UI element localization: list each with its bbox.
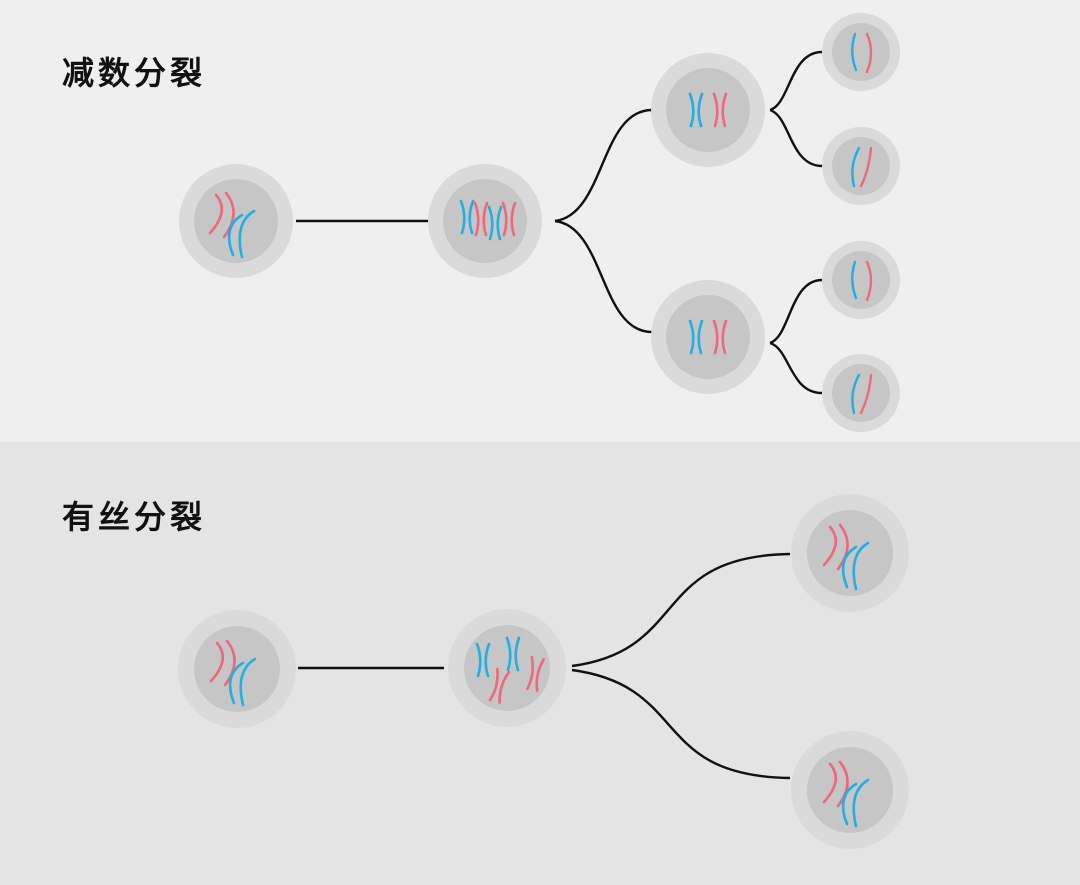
meiosis-branch-4 [770, 110, 822, 166]
meiosis-gamete-2 [822, 127, 900, 205]
meiosis-parent-cell [179, 164, 293, 278]
meiosis-gamete-1 [822, 13, 900, 91]
mitosis-daughter-cell-2 [791, 731, 909, 849]
meiosis-gamete-4 [822, 354, 900, 432]
meiosis-daughter-cell-1 [651, 53, 765, 167]
meiosis-gamete-3 [822, 241, 900, 319]
mitosis-branch-1 [572, 554, 790, 666]
meiosis-branch-5 [770, 280, 822, 343]
mitosis-branch-2 [572, 670, 790, 778]
mitosis-parent-cell [178, 610, 296, 728]
meiosis-metaphase-cell [428, 164, 542, 278]
meiosis-daughter-cell-2 [651, 280, 765, 394]
mitosis-daughter-cell-1 [791, 494, 909, 612]
meiosis-branch-1 [555, 110, 652, 221]
meiosis-branch-3 [770, 52, 822, 110]
meiosis-branch-6 [770, 343, 822, 393]
meiosis-branch-2 [555, 221, 652, 332]
mitosis-metaphase-cell [448, 609, 566, 727]
